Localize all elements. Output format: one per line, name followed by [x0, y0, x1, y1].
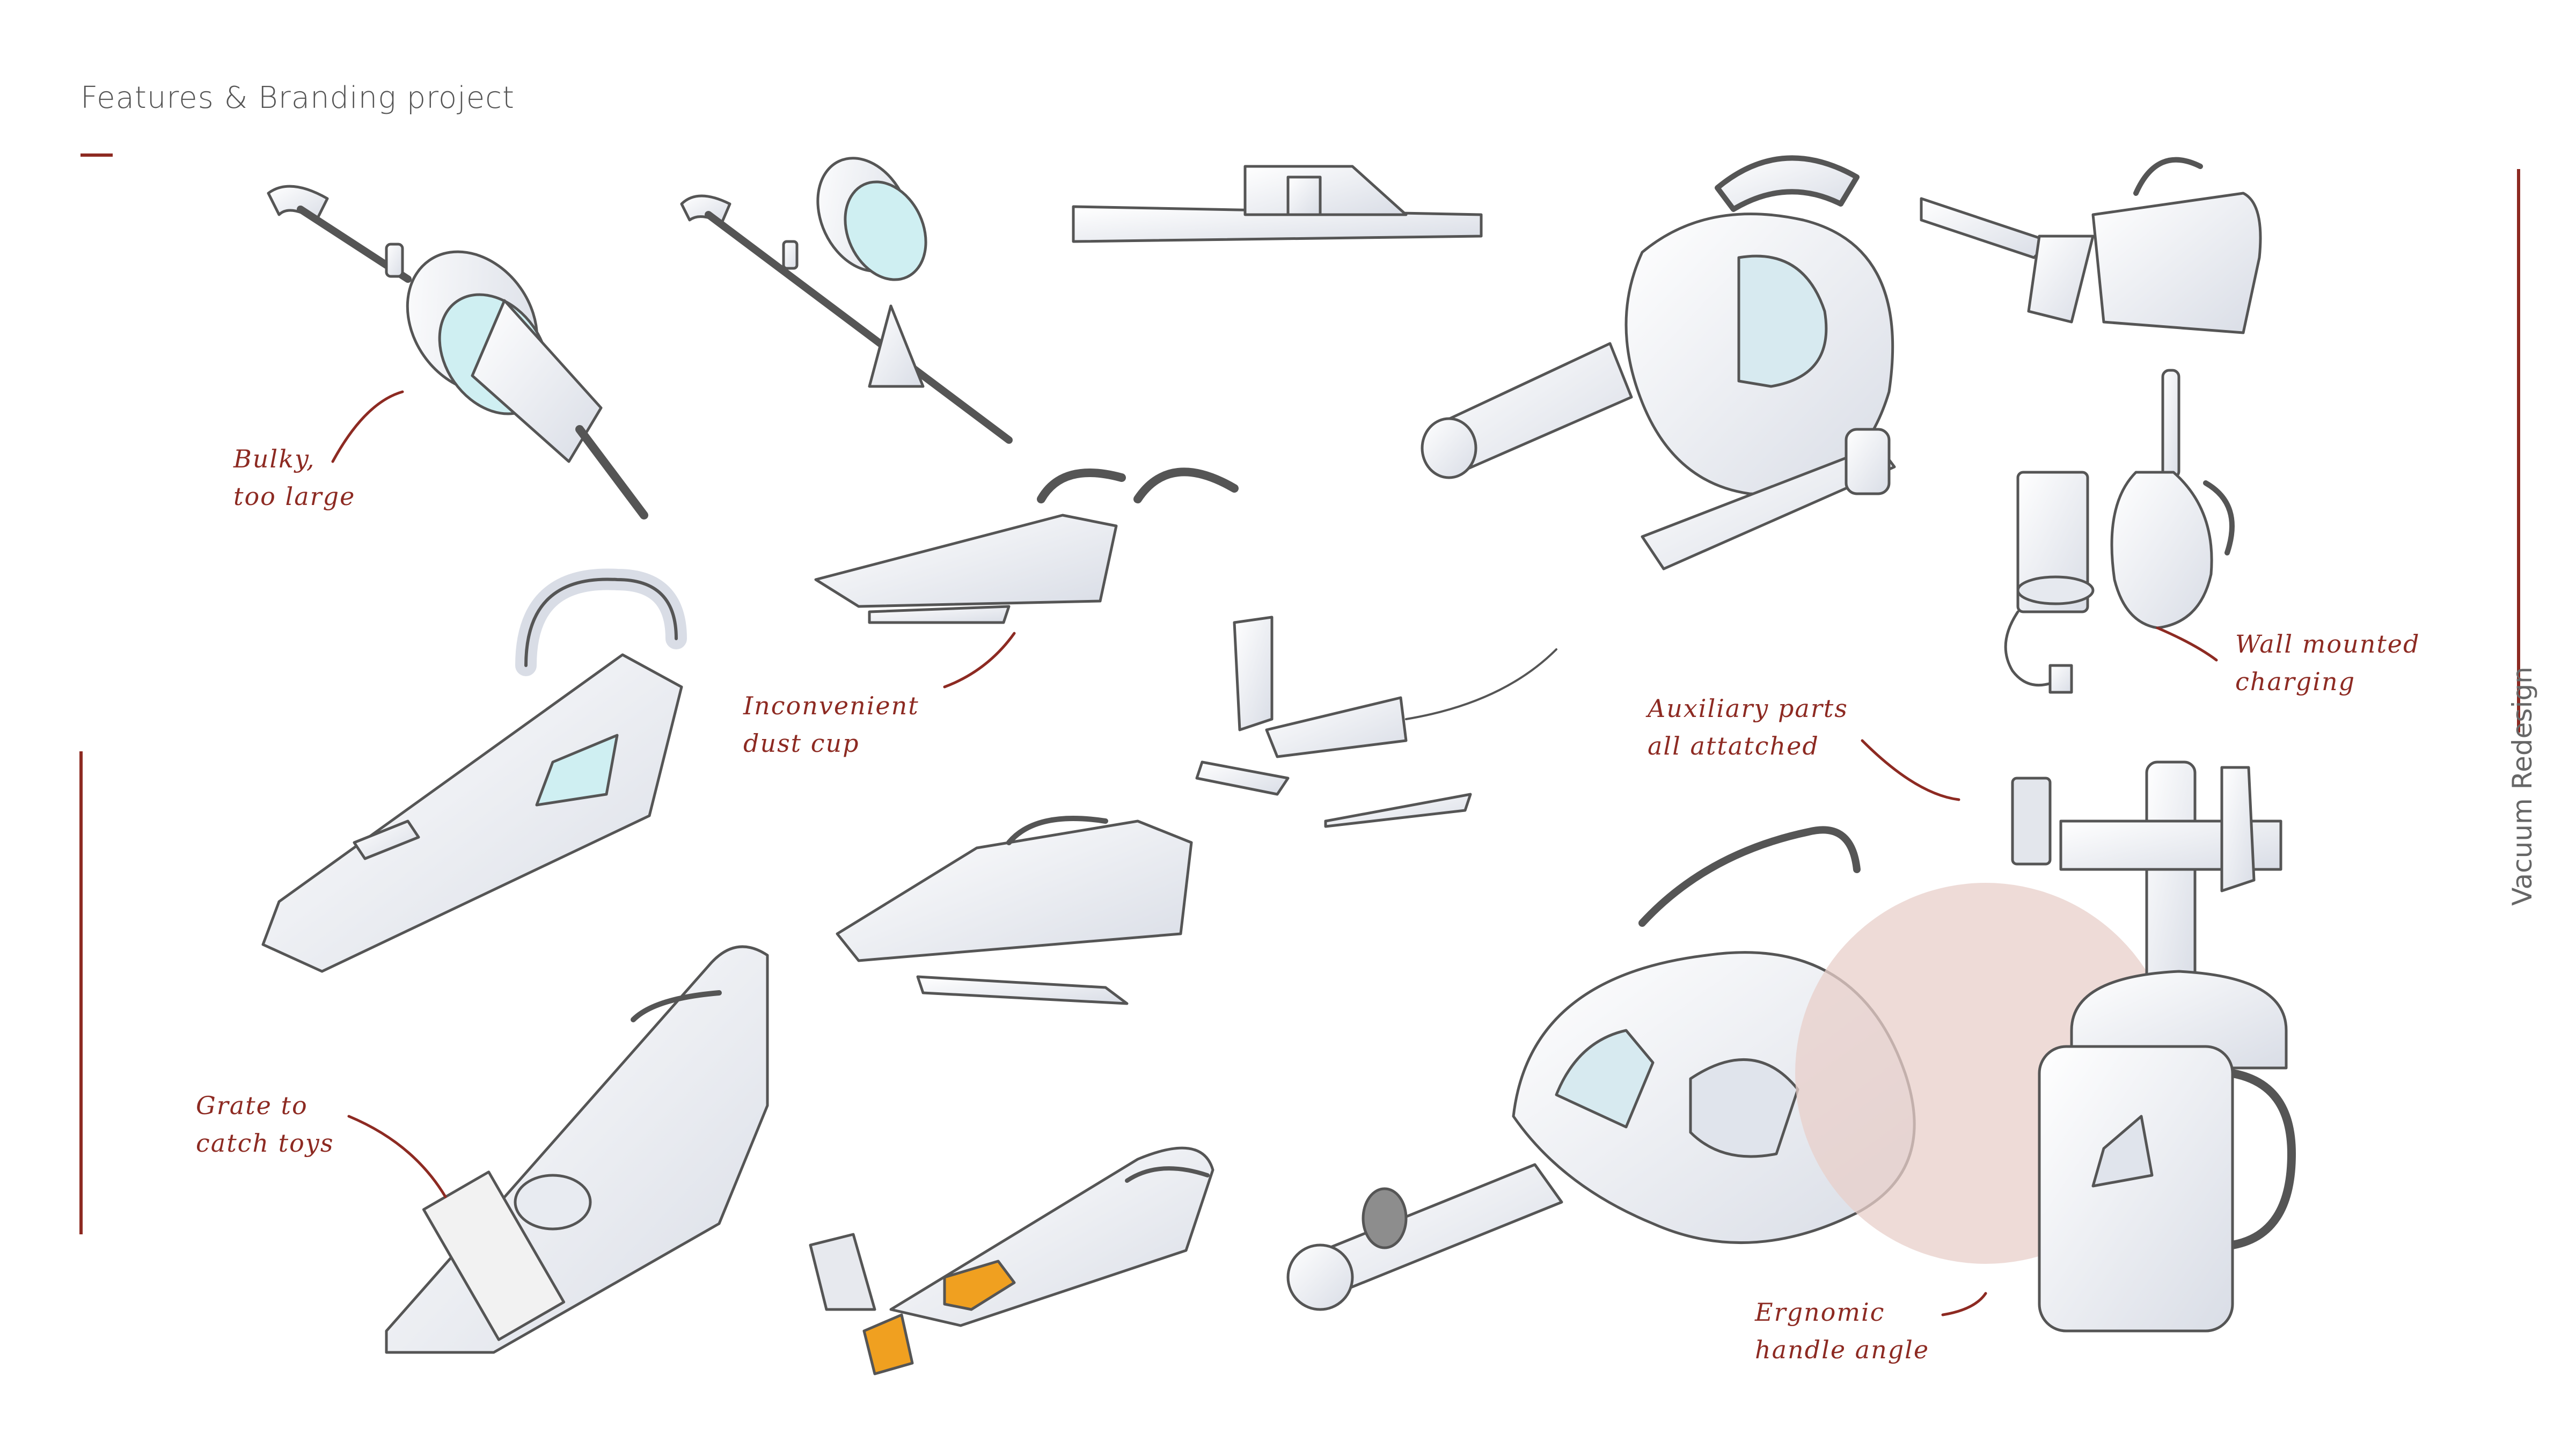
- annotation-grate-line1: Grate to: [196, 1091, 308, 1120]
- leader-inconvenient: [943, 632, 1016, 689]
- annotation-auxiliary-line1: Auxiliary parts: [1648, 694, 1848, 723]
- right-accent-rule: [2517, 169, 2520, 733]
- leader-wall: [2156, 626, 2218, 662]
- annotation-grate: Grate to catch toys: [196, 1087, 334, 1162]
- sketch-funnel-attachment: [1920, 157, 2262, 334]
- annotation-inconvenient-line2: dust cup: [743, 729, 860, 758]
- left-accent-rule: [79, 751, 83, 1234]
- page-title: Features & Branding project: [80, 80, 515, 115]
- sketch-wall-charger: [2004, 369, 2235, 694]
- sketch-handheld-angular-mid: [836, 816, 1193, 1005]
- annotation-ergonomic: Ergnomic handle angle: [1755, 1293, 1929, 1368]
- annotation-bulky-line1: Bulky,: [233, 444, 316, 473]
- annotation-wall-line1: Wall mounted: [2235, 630, 2420, 658]
- annotation-grate-line2: catch toys: [196, 1129, 334, 1158]
- sketch-stick-vacuum-large: [267, 185, 648, 519]
- annotation-ergonomic-line1: Ergnomic: [1755, 1298, 1885, 1327]
- title-accent-dash: [80, 153, 113, 157]
- annotation-inconvenient-line1: Inconvenient: [743, 691, 919, 720]
- annotation-ergonomic-line2: handle angle: [1755, 1335, 1930, 1364]
- leader-ergonomic: [1941, 1292, 1987, 1316]
- annotation-auxiliary-line2: all attatched: [1648, 731, 1819, 760]
- leader-auxiliary: [1861, 739, 1960, 801]
- sketch-handheld-small-orange: [809, 1146, 1214, 1375]
- annotation-wall-line2: charging: [2235, 667, 2356, 696]
- sketch-handheld-grate: [385, 945, 769, 1354]
- sketch-dust-cup-pieces: [1195, 616, 1557, 828]
- leader-bulky: [331, 390, 404, 463]
- leader-grate: [347, 1115, 447, 1198]
- sketch-upright-accessories: [2011, 760, 2296, 1333]
- sketch-flat-tray: [1072, 165, 1483, 243]
- annotation-bulky-line2: too large: [233, 482, 356, 511]
- annotation-inconvenient: Inconvenient dust cup: [743, 687, 919, 762]
- sketch-loop-handheld: [261, 568, 687, 973]
- annotation-bulky: Bulky, too large: [233, 440, 355, 515]
- sketch-handheld-exploded-top: [814, 467, 1239, 624]
- annotation-auxiliary: Auxiliary parts all attatched: [1648, 690, 1848, 765]
- sketch-stick-vacuum-exploded: [680, 157, 1013, 444]
- annotation-wall: Wall mounted charging: [2235, 625, 2420, 700]
- sketch-cylinder-vacuum: [1421, 155, 1896, 570]
